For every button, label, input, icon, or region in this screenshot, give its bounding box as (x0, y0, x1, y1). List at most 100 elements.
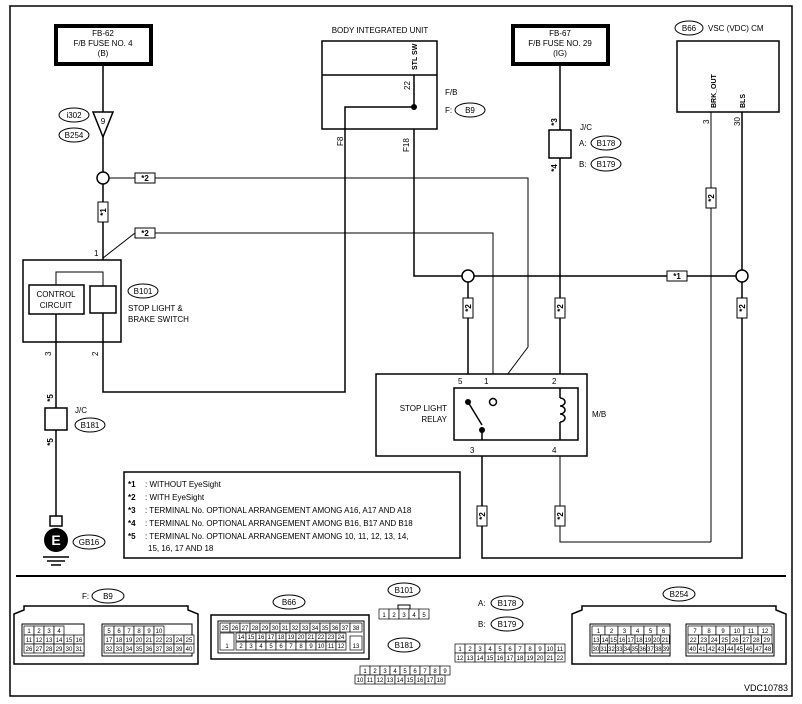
connector-pin-label: 14 (602, 638, 609, 644)
connector-pin-label: 19 (645, 638, 652, 644)
connector-pin-label: 24 (338, 635, 345, 641)
connector-pin-label: 3 (249, 644, 253, 650)
connector-pin-label: 14 (397, 678, 404, 684)
node-vsc-branch (735, 269, 749, 283)
connector-pin-label: 8 (528, 647, 532, 653)
legend-mark-3: *3 (128, 506, 136, 515)
connector-face-b9-prefix: F: (82, 592, 89, 601)
node-body-unit-internal (411, 104, 417, 110)
connector-pin-cell (349, 635, 363, 651)
relay-pin4: 4 (552, 446, 557, 455)
connector-pin-label: 37 (647, 647, 654, 653)
connector-pin-label: 17 (106, 638, 113, 644)
connector-pin-label: 40 (689, 647, 696, 653)
junction-connector-b181: *5 *5 J/C B181 (44, 394, 106, 446)
fuse-fb67: FB-67 F/B FUSE NO. 29 (IG) (511, 24, 610, 66)
connector-pin-label: 6 (413, 669, 417, 675)
fuse-fb67-type: (IG) (553, 49, 567, 58)
connector-pin-label: 3 (623, 629, 627, 635)
connector-pin-label: 6 (117, 629, 121, 635)
connector-pin-label: 22 (156, 638, 163, 644)
connector-pin-label: 9 (538, 647, 542, 653)
connector-pin-label: 6 (508, 647, 512, 653)
connector-pin-label: 14 (238, 635, 245, 641)
junction-nodes (96, 104, 749, 283)
wire-tags: *2 *2 *1 *1 *2 *2 *2 *2 *2 *2 (97, 172, 748, 527)
connector-pin-label: 11 (328, 644, 335, 650)
switch-name-line1: STOP LIGHT & (128, 304, 183, 313)
fuse-fb62: FB-62 F/B FUSE NO. 4 (B) (54, 24, 153, 66)
vsc-control-module: B66 VSC (VDC) CM BRK_OUT BLS 3 30 (674, 20, 780, 126)
connector-pin-label: 17 (427, 678, 434, 684)
legend-mark-1: *1 (128, 480, 136, 489)
connector-pin-label: 7 (518, 647, 522, 653)
connector-pin-label: 13 (353, 644, 360, 650)
switch-pin1: 1 (94, 249, 99, 258)
connector-pin-label: 25 (721, 638, 728, 644)
connector-pin-label: 2 (392, 613, 396, 619)
connector-pin-label: 29 (763, 638, 770, 644)
connector-pin-label: 30 (66, 647, 73, 653)
connector-pin-label: 20 (136, 638, 143, 644)
connector-pin-label: 12 (338, 644, 345, 650)
ground-conn: GB16 (79, 538, 100, 547)
vsc-brk-out-label: BRK_OUT (711, 73, 718, 108)
connector-pin-label: 15 (610, 638, 617, 644)
connector-face-b101-name: B101 (395, 586, 414, 595)
connector-pin-label: 20 (537, 656, 544, 662)
connector-pin-label: 8 (137, 629, 141, 635)
vsc-pin30: 30 (733, 117, 742, 126)
connector-pin-cell (335, 641, 347, 651)
vsc-conn-b66: B66 (682, 24, 697, 33)
connector-pin-label: 12 (457, 656, 464, 662)
wire-tag-s2-relay5: *2 (464, 304, 473, 312)
vsc-title: VSC (VDC) CM (708, 24, 764, 33)
ground-symbol: E (51, 532, 60, 548)
relay-box-label: M/B (592, 410, 606, 419)
connector-pin-label: 35 (136, 647, 143, 653)
connector-pin-label: 1 (363, 669, 367, 675)
connector-b9-tag-text: B9 (465, 106, 475, 115)
fuse-fb67-id: FB-67 (549, 29, 571, 38)
jc-top-b-conn: B179 (597, 160, 616, 169)
connector-pin-label: 28 (252, 626, 259, 632)
connector-pin-label: 23 (166, 638, 173, 644)
relay-name-line2: RELAY (421, 415, 447, 424)
connector-face-b179-name: B179 (498, 620, 517, 629)
connector-pin-label: 35 (322, 626, 329, 632)
connector-pin-label: 6 (279, 644, 283, 650)
connector-pin-label: 31 (600, 647, 607, 653)
connector-pin-label: 16 (417, 678, 424, 684)
connector-pin-label: 11 (557, 647, 564, 653)
connector-pin-label: 27 (36, 647, 43, 653)
connector-pin-label: 43 (718, 647, 725, 653)
connector-pin-label: 6 (662, 629, 666, 635)
connector-pin-label: 8 (433, 669, 437, 675)
connector-pin-label: 29 (262, 626, 269, 632)
connector-pin-label: 29 (56, 647, 63, 653)
fuse-fb62-id: FB-62 (92, 29, 114, 38)
connector-face-b254-name: B254 (670, 590, 689, 599)
connector-pin-label: 2 (239, 644, 243, 650)
connector-pin-label: 38 (655, 647, 662, 653)
connector-face-b9-name: B9 (103, 592, 113, 601)
connector-pin-cell (554, 652, 566, 663)
connector-pin-label: 47 (755, 647, 762, 653)
connector-pin-label: 33 (302, 626, 309, 632)
wire-tag-s2-mid: *2 (141, 229, 149, 238)
switch-conn-b101: B101 (134, 287, 153, 296)
connector-pin-label: 35 (632, 647, 639, 653)
connector-pin-label: 20 (653, 638, 660, 644)
connector-pin-label: 27 (742, 638, 749, 644)
connector-pin-label: 12 (762, 629, 769, 635)
connector-pin-label: 7 (423, 669, 427, 675)
connector-pin-label: 25 (186, 638, 193, 644)
connector-pin-label: 4 (488, 647, 492, 653)
connector-pin-label: 7 (693, 629, 697, 635)
connector-pin-label: 10 (318, 644, 325, 650)
legend: *1 : WITHOUT EyeSight *2 : WITH EyeSight… (123, 471, 461, 559)
connector-pin-label: 10 (357, 678, 364, 684)
connector-pin-label: 8 (707, 629, 711, 635)
legend-mark-2: *2 (128, 493, 136, 502)
